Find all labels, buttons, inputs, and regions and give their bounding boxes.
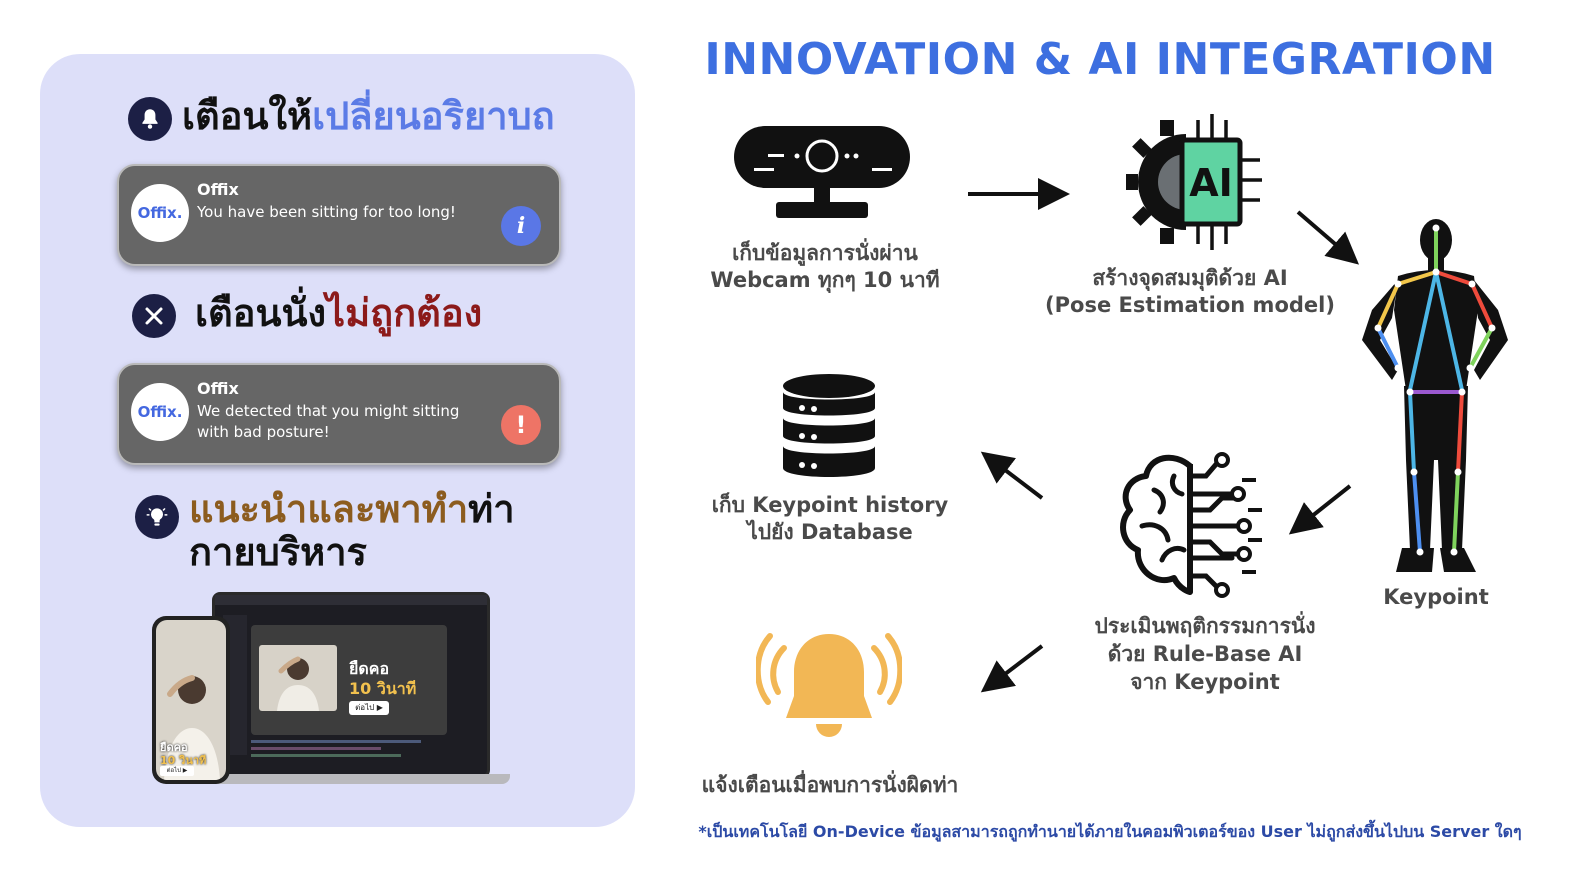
feature-heading-exercise: แนะนำและพาทำท่า กายบริหาร: [189, 488, 515, 573]
code-line: [251, 754, 401, 757]
code-line: [251, 740, 421, 743]
close-icon: [132, 294, 176, 338]
caption-line: จาก Keypoint: [1130, 670, 1280, 694]
notification-message: You have been sitting for too long!: [197, 203, 456, 221]
heading-accent-text: ไม่ถูกต้อง: [326, 291, 483, 335]
exercise-photo: [259, 645, 337, 711]
caption-keypoint: Keypoint: [1383, 585, 1489, 609]
alarm-bell-icon: [754, 626, 904, 750]
caption-database: เก็บ Keypoint history ไปยัง Database: [690, 492, 970, 546]
phone-exercise-duration: 10 วินาที: [160, 754, 207, 767]
arrow-ai-to-keypoint: [1296, 210, 1360, 265]
caption-line: Webcam ทุกๆ 10 นาที: [710, 268, 940, 292]
heading-accent-text: แนะนำและพาทำ: [189, 487, 469, 531]
page-title: INNOVATION & AI INTEGRATION: [704, 34, 1496, 85]
popup-title: ยืดคอ: [349, 659, 390, 678]
caption-line: (Pose Estimation model): [1045, 293, 1335, 317]
heading-dark-text: เตือนนั่ง: [195, 291, 326, 335]
phone-next-button[interactable]: ต่อไป ▶: [160, 766, 194, 776]
caption-line: เก็บข้อมูลการนั่งผ่าน: [732, 241, 918, 265]
feature-heading-posture-change: เตือนให้เปลี่ยนอริยาบถ: [182, 95, 555, 138]
caption-line: ประเมินพฤติกรรมการนั่ง: [1094, 614, 1316, 638]
phone-screen: ยืดคอ 10 วินาที ต่อไป ▶: [156, 620, 226, 780]
caption-webcam: เก็บข้อมูลการนั่งผ่าน Webcam ทุกๆ 10 นาท…: [690, 240, 960, 294]
phone-frame: ยืดคอ 10 วินาที ต่อไป ▶: [152, 616, 230, 784]
code-line: [251, 747, 381, 750]
heading-accent-text: เปลี่ยนอริยาบถ: [312, 94, 555, 138]
arrow-rule-to-alert: [980, 644, 1044, 693]
ai-chip-icon: AI: [1116, 112, 1264, 258]
arrow-keypoint-to-rule: [1288, 484, 1352, 535]
ai-chip-label: AI: [1189, 161, 1233, 205]
webcam-icon: [732, 124, 912, 224]
notification-app-name: Offix: [197, 379, 239, 398]
heading-dark-text: ท่า: [468, 487, 515, 531]
notification-bad-posture: Offix. Offix We detected that you might …: [117, 363, 561, 465]
brain-circuit-icon: [1114, 450, 1266, 602]
caption-line: ด้วย Rule-Base AI: [1107, 642, 1303, 666]
footnote: *เป็นเทคโนโลยี On-Device ข้อมูลสามารถถูก…: [698, 822, 1522, 841]
caption-line: สร้างจุดสมมุติด้วย AI: [1092, 266, 1288, 290]
feature-heading-bad-posture: เตือนนั่งไม่ถูกต้อง: [195, 292, 482, 335]
database-icon: [780, 372, 878, 492]
offix-logo: Offix.: [131, 184, 189, 242]
laptop-screen: ยืดคอ 10 วินาที ต่อไป ▶: [212, 592, 490, 778]
bell-icon: [128, 97, 172, 141]
caption-line: เก็บ Keypoint history: [711, 493, 949, 517]
caption-line: ไปยัง Database: [747, 520, 913, 544]
exclamation-icon: !: [501, 405, 541, 445]
notification-message: We detected that you might sitting with …: [197, 402, 460, 441]
exercise-popup: ยืดคอ 10 วินาที ต่อไป ▶: [251, 625, 447, 735]
phone-exercise-title: ยืดคอ: [160, 741, 188, 754]
offix-logo: Offix.: [131, 383, 189, 441]
notification-app-name: Offix: [197, 180, 239, 199]
laptop-base: [190, 774, 510, 784]
caption-rule-base: ประเมินพฤติกรรมการนั่ง ด้วย Rule-Base AI…: [1060, 612, 1350, 696]
skeleton-keypoint-icon: [1358, 210, 1510, 582]
caption-alert: แจ้งเตือนเมื่อพบการนั่งผิดท่า: [701, 773, 959, 797]
info-icon: i: [501, 206, 541, 246]
popup-duration: 10 วินาที: [349, 679, 417, 698]
lightbulb-icon: [135, 495, 179, 539]
popup-next-button[interactable]: ต่อไป ▶: [349, 701, 389, 715]
laptop-menubar: [215, 595, 487, 605]
heading-dark-text-line2: กายบริหาร: [189, 529, 367, 574]
caption-ai: สร้างจุดสมมุติด้วย AI (Pose Estimation m…: [1040, 265, 1340, 319]
arrow-rule-to-database: [980, 451, 1044, 500]
heading-dark-text: เตือนให้: [182, 94, 313, 138]
notification-sitting-too-long: Offix. Offix You have been sitting for t…: [117, 164, 561, 266]
devices-mockup: ยืดคอ 10 วินาที ต่อไป ▶ ยืดคอ 10 วินาที …: [150, 590, 520, 790]
